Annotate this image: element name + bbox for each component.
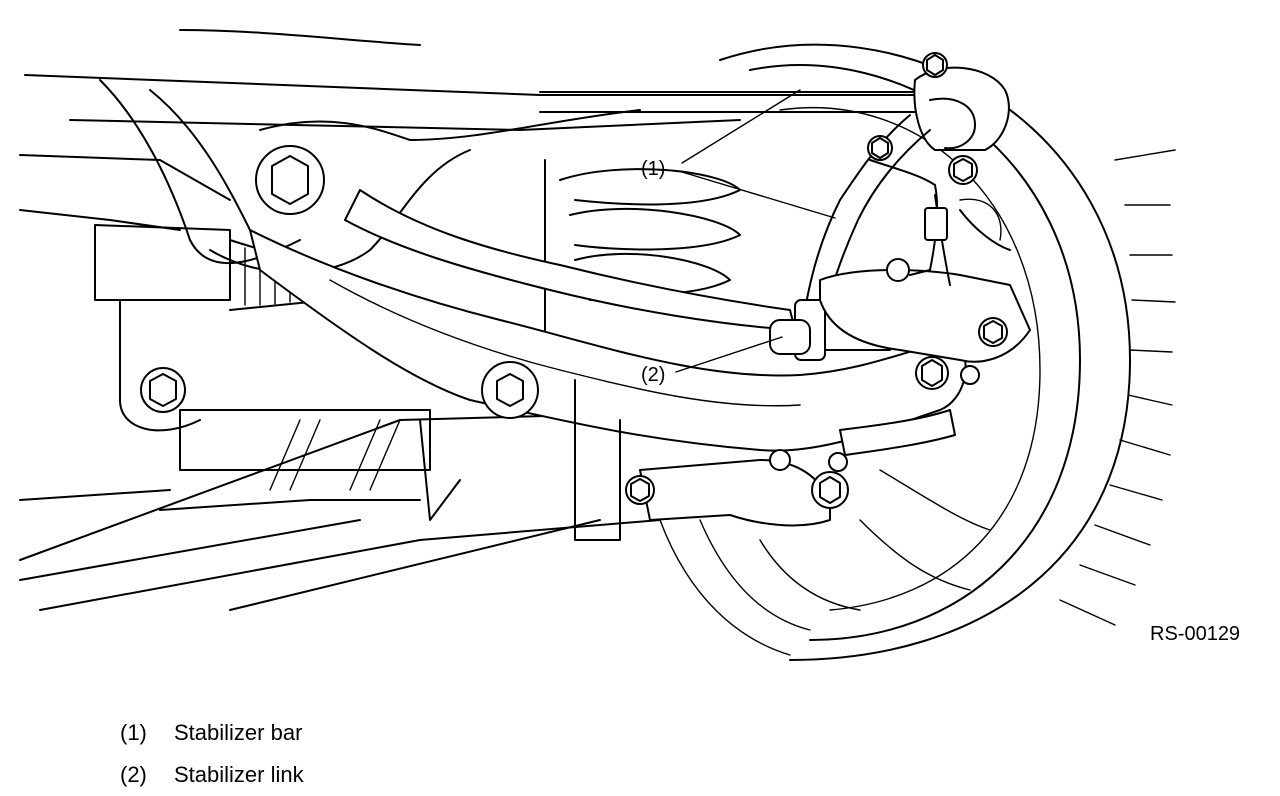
bolt-icon [481,361,539,419]
bolt-icon [625,475,655,505]
lower-arm [249,229,967,452]
lower-bracket [574,379,831,541]
bolt-icon [915,356,949,390]
bolt-icon [978,317,1008,347]
legend-label: Stabilizer bar [174,720,303,745]
knuckle-caliper [819,194,1031,456]
bolt-icon [886,258,910,282]
legend-number: (2) [120,762,147,787]
legend-number: (1) [120,720,147,745]
callout-1-label: (1) [641,158,665,180]
bolt-icon [769,449,791,471]
brake-line [869,159,948,276]
bolt-icon [960,365,980,385]
bolts [140,52,1008,509]
bolt-icon [811,471,849,509]
legend-item: (2) Stabilizer link [120,754,304,796]
bolt-icon [140,367,186,413]
tire-tread [1059,149,1176,626]
bolt-icon [922,52,948,78]
bolt-icon [948,155,978,185]
figure-code: RS-00129 [1150,623,1240,645]
legend-label: Stabilizer link [174,762,304,787]
legend-item: (1) Stabilizer bar [120,712,304,754]
bolt-icon [255,145,325,215]
hatched-bracket [179,409,461,521]
callout-2-label: (2) [641,364,665,386]
wheel-rotor [659,43,1131,661]
stabilizer-bar [539,66,1010,316]
bolt-icon [828,452,848,472]
bolt-icon [867,135,893,161]
callout-2-leader [675,336,783,373]
legend: (1) Stabilizer bar (2) Stabilizer link [120,712,304,796]
callout-1-leader [681,89,836,219]
